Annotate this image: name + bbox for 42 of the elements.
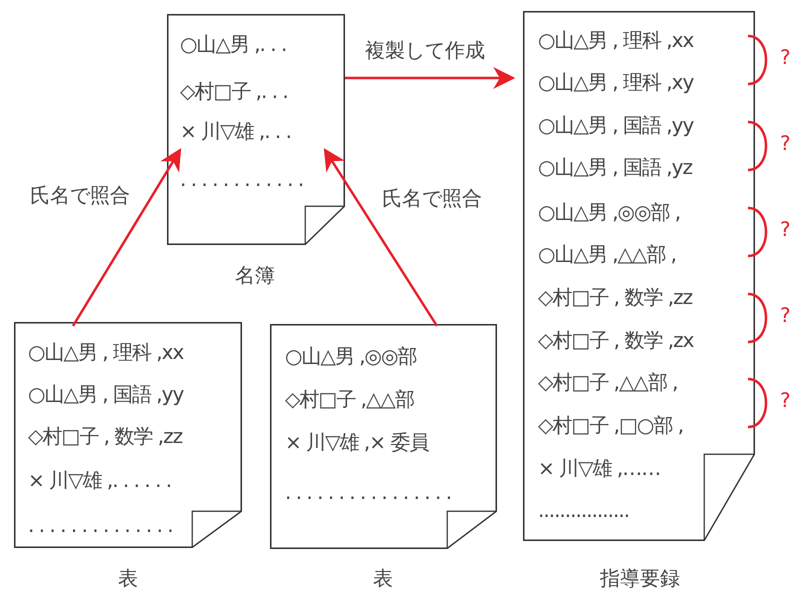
list-entry: . . . . . . . . . . . . bbox=[180, 167, 304, 191]
list-entry: ○山△男 , 理科 ,xx bbox=[28, 340, 184, 364]
list-entry: ○山△男 , 理科 ,xy bbox=[538, 70, 694, 94]
list-entry: ................. bbox=[538, 498, 630, 522]
question-mark: ? bbox=[780, 388, 791, 412]
question-mark: ? bbox=[780, 45, 791, 69]
question-mark: ? bbox=[780, 131, 791, 155]
arrow bbox=[345, 67, 516, 89]
document-sheet bbox=[167, 14, 345, 245]
document-caption: 表 bbox=[373, 566, 393, 589]
list-entry: ○山△男 ,◎◎部 , bbox=[538, 200, 680, 224]
document-sheet bbox=[523, 11, 755, 541]
list-entry: ○山△男 ,◎◎部 bbox=[285, 344, 416, 368]
question-mark: ? bbox=[780, 303, 791, 327]
list-entry: ○山△男 , 理科 ,xx bbox=[538, 28, 694, 52]
list-entry: × 川▽雄 ,…… bbox=[538, 456, 660, 480]
document-sheet bbox=[14, 322, 242, 548]
list-entry: . . . . . . . . . . . . . . . . bbox=[285, 480, 452, 504]
list-entry: ○山△男 ,. . . bbox=[180, 32, 286, 56]
list-entry: ○山△男 , 国語 ,yy bbox=[28, 382, 184, 406]
document-caption: 指導要録 bbox=[600, 566, 680, 589]
list-entry: . . . . . . . . . . . . . . bbox=[28, 513, 173, 537]
document-sheet bbox=[270, 324, 497, 549]
list-entry: ◇村□子 ,△△部 , bbox=[538, 370, 678, 394]
arrow bbox=[324, 148, 438, 327]
list-entry: ◇村□子 ,. . . bbox=[180, 79, 288, 103]
list-entry: ◇村□子 , 数学 ,zx bbox=[538, 328, 694, 352]
list-entry: ○山△男 , 国語 ,yz bbox=[538, 155, 692, 179]
document-caption: 表 bbox=[118, 566, 138, 589]
list-entry: ◇村□子 ,△△部 bbox=[285, 387, 414, 411]
list-entry: ◇村□子 ,□○部 , bbox=[538, 413, 684, 437]
arrow bbox=[72, 148, 182, 327]
list-entry: × 川▽雄 ,. . . . . . bbox=[28, 468, 172, 492]
list-entry: × 川▽雄 ,× 委員 bbox=[285, 430, 428, 454]
list-entry: ○山△男 , 国語 ,yy bbox=[538, 113, 694, 137]
list-entry: ◇村□子 , 数学 ,zz bbox=[28, 424, 182, 448]
list-entry: ○山△男 ,△△部 , bbox=[538, 242, 676, 266]
list-entry: ◇村□子 , 数学 ,zz bbox=[538, 285, 692, 309]
document-caption: 名簿 bbox=[235, 263, 275, 287]
edge-label: 複製して作成 bbox=[363, 38, 487, 62]
list-entry: × 川▽雄 ,. . . bbox=[180, 119, 291, 143]
question-mark: ? bbox=[780, 217, 791, 241]
